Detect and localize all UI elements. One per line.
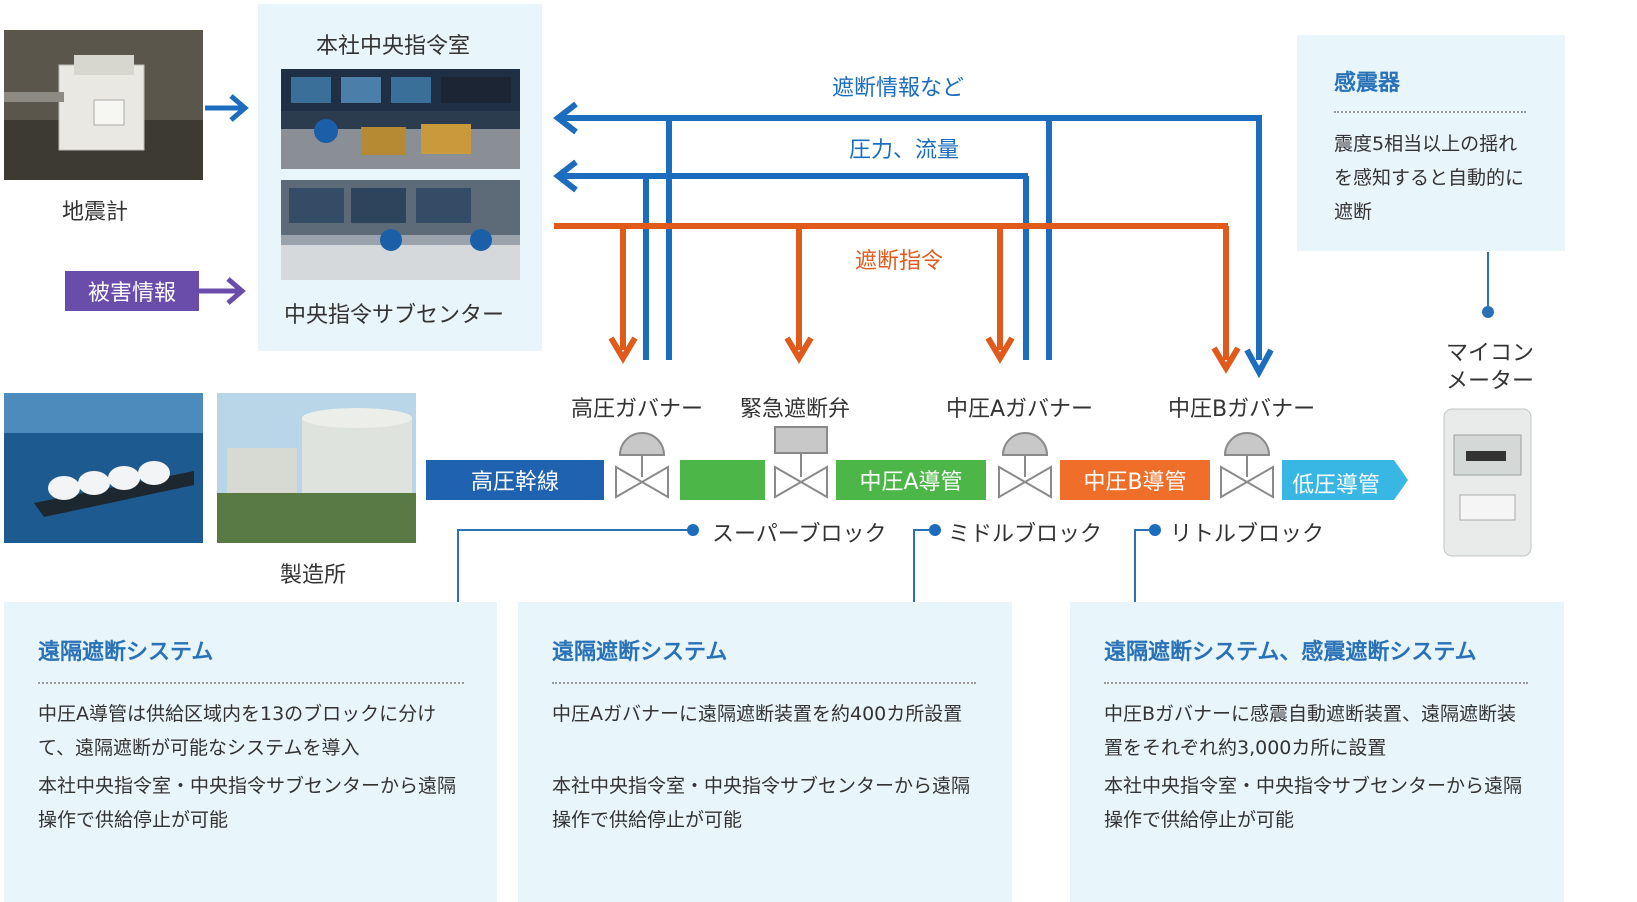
- plant-label: 製造所: [280, 563, 347, 588]
- seismic-sensor-connector: [1482, 252, 1494, 318]
- control-room-panel: [258, 4, 542, 351]
- seismometer-photo: [4, 30, 203, 180]
- info-box-remote-shutoff-1: 遠隔遮断システム 中圧A導管は供給区域内を13のブロックに分けて、遠隔遮断が可能…: [4, 602, 497, 902]
- mid-b-governor-label: 中圧Bガバナー: [1168, 397, 1316, 422]
- high-governor-label: 高圧ガバナー: [571, 397, 704, 422]
- emergency-valve-icon: [774, 426, 828, 499]
- info-box-2-para2: 本社中央指令室・中央指令サブセンターから遠隔操作で供給停止が可能: [552, 775, 971, 831]
- mid-b-pipe-label: 中圧B導管: [1083, 470, 1187, 495]
- info-box-2-divider: [552, 682, 976, 684]
- seismic-sensor-divider: [1334, 111, 1526, 113]
- damage-info-arrow: [198, 277, 246, 305]
- micom-meter-photo: [1440, 405, 1535, 560]
- plant-photo: [217, 393, 416, 543]
- info-box-3-para1: 中圧Bガバナーに感震自動遮断装置、遠隔遮断装置をそれぞれ約3,000カ所に設置: [1104, 703, 1517, 759]
- mid-b-governor-blue-arrowhead: [1244, 348, 1274, 379]
- micom-meter-label: マイコン メーター: [1446, 341, 1535, 394]
- mid-a-governor-valve-icon: [998, 432, 1052, 499]
- seismometer-image: [4, 30, 203, 180]
- little-block-label: リトルブロック: [1170, 522, 1325, 547]
- hq-room-label: 本社中央指令室: [316, 34, 471, 59]
- pressure-flow-label: 圧力、流量: [849, 138, 960, 163]
- emergency-valve-label: 緊急遮断弁: [740, 397, 851, 422]
- info-box-1-title: 遠隔遮断システム: [38, 640, 214, 665]
- info-box-2-para1: 中圧Aガバナーに遠隔遮断装置を約400カ所設置: [552, 703, 963, 725]
- high-governor-valve-icon: [615, 432, 669, 499]
- seismic-sensor-text: 震度5相当以上の揺れを感知すると自動的に遮断: [1334, 133, 1525, 223]
- super-block-label: スーパーブロック: [712, 522, 887, 547]
- flow-lines: [553, 101, 1274, 379]
- sub-center-label: 中央指令サブセンター: [284, 303, 505, 328]
- high-trunk-pipe: 高圧幹線: [426, 460, 604, 500]
- damage-info-badge: 被害情報: [65, 271, 199, 311]
- seismometer-label: 地震計: [62, 200, 129, 225]
- info-box-3-divider: [1104, 682, 1528, 684]
- low-pipe: 低圧導管: [1282, 460, 1408, 500]
- middle-block-label: ミドルブロック: [948, 522, 1103, 547]
- sub-center-photo: [281, 180, 520, 280]
- info-box-remote-shutoff-2: 遠隔遮断システム 中圧Aガバナーに遠隔遮断装置を約400カ所設置 本社中央指令室…: [518, 602, 1012, 902]
- mid-b-governor-valve-icon: [1220, 432, 1274, 499]
- info-box-3-para2: 本社中央指令室・中央指令サブセンターから遠隔操作で供給停止が可能: [1104, 775, 1523, 831]
- info-box-1-divider: [38, 682, 464, 684]
- lng-tanker-photo: [4, 393, 203, 543]
- info-box-3-title: 遠隔遮断システム、感震遮断システム: [1104, 640, 1477, 665]
- mid-a-pipe-label: 中圧A導管: [859, 470, 963, 495]
- pressure-flow-arrowhead: [553, 159, 578, 193]
- info-box-1-para2: 本社中央指令室・中央指令サブセンターから遠隔操作で供給停止が可能: [38, 775, 457, 831]
- shutoff-info-label: 遮断情報など: [832, 76, 965, 101]
- mid-b-pipe: 中圧B導管: [1060, 460, 1210, 500]
- shutoff-command-label: 遮断指令: [855, 249, 944, 274]
- info-box-1-para1: 中圧A導管は供給区域内を13のブロックに分けて、遠隔遮断が可能なシステムを導入: [38, 703, 437, 759]
- block-connectors: [457, 524, 1161, 605]
- seismometer-arrow: [205, 94, 249, 122]
- mid-a-governor-label: 中圧Aガバナー: [946, 397, 1094, 422]
- green-pipe-segment: [680, 460, 765, 500]
- seismic-sensor-title: 感震器: [1334, 71, 1401, 96]
- shutoff-info-arrowhead: [553, 101, 578, 135]
- hq-room-photo: [281, 69, 520, 169]
- seismic-sensor-panel: 感震器 震度5相当以上の揺れを感知すると自動的に遮断: [1297, 35, 1565, 251]
- info-box-2-title: 遠隔遮断システム: [552, 640, 728, 665]
- mid-a-pipe: 中圧A導管: [836, 460, 986, 500]
- info-box-remote-seismic-shutoff: 遠隔遮断システム、感震遮断システム 中圧Bガバナーに感震自動遮断装置、遠隔遮断装…: [1070, 602, 1564, 902]
- damage-info-label: 被害情報: [87, 281, 176, 306]
- low-pipe-label: 低圧導管: [1292, 473, 1381, 498]
- high-trunk-label: 高圧幹線: [470, 470, 559, 495]
